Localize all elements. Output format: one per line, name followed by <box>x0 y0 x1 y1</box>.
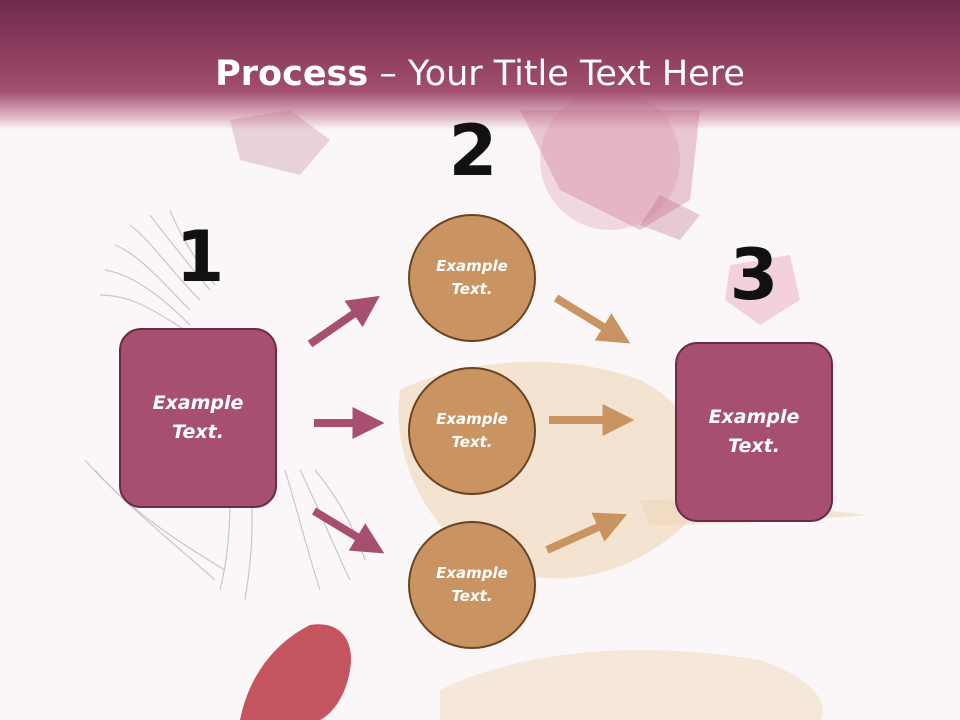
circle-2: Example Text. <box>408 367 536 495</box>
title-rest: – Your Title Text Here <box>368 54 745 94</box>
arrow-to-circle-1 <box>307 295 380 348</box>
title-bold: Process <box>215 54 369 94</box>
right-step-box: Example Text. <box>675 342 833 522</box>
circle-1: Example Text. <box>408 214 536 342</box>
step-number-3: 3 <box>729 234 779 316</box>
circle-2-line2: Text. <box>451 433 493 451</box>
circle-3-line2: Text. <box>451 587 493 605</box>
circle-3-line1: Example <box>436 564 508 582</box>
arrow-to-circle-3 <box>311 507 385 554</box>
slide-title: Process – Your Title Text Here <box>0 52 960 96</box>
step-number-2: 2 <box>448 110 498 192</box>
arrow-from-circle-1 <box>553 294 631 344</box>
circle-1-line1: Example <box>436 257 508 275</box>
circle-1-line2: Text. <box>451 280 493 298</box>
left-box-line2: Text. <box>172 421 224 443</box>
left-box-line1: Example <box>152 392 244 414</box>
header-band <box>0 0 960 130</box>
right-box-line2: Text. <box>728 435 780 457</box>
circle-2-line1: Example <box>436 410 508 428</box>
right-box-line1: Example <box>708 406 800 428</box>
left-step-box: Example Text. <box>119 328 277 508</box>
circle-3: Example Text. <box>408 521 536 649</box>
arrow-from-circle-3 <box>545 512 628 554</box>
step-number-1: 1 <box>175 216 225 298</box>
